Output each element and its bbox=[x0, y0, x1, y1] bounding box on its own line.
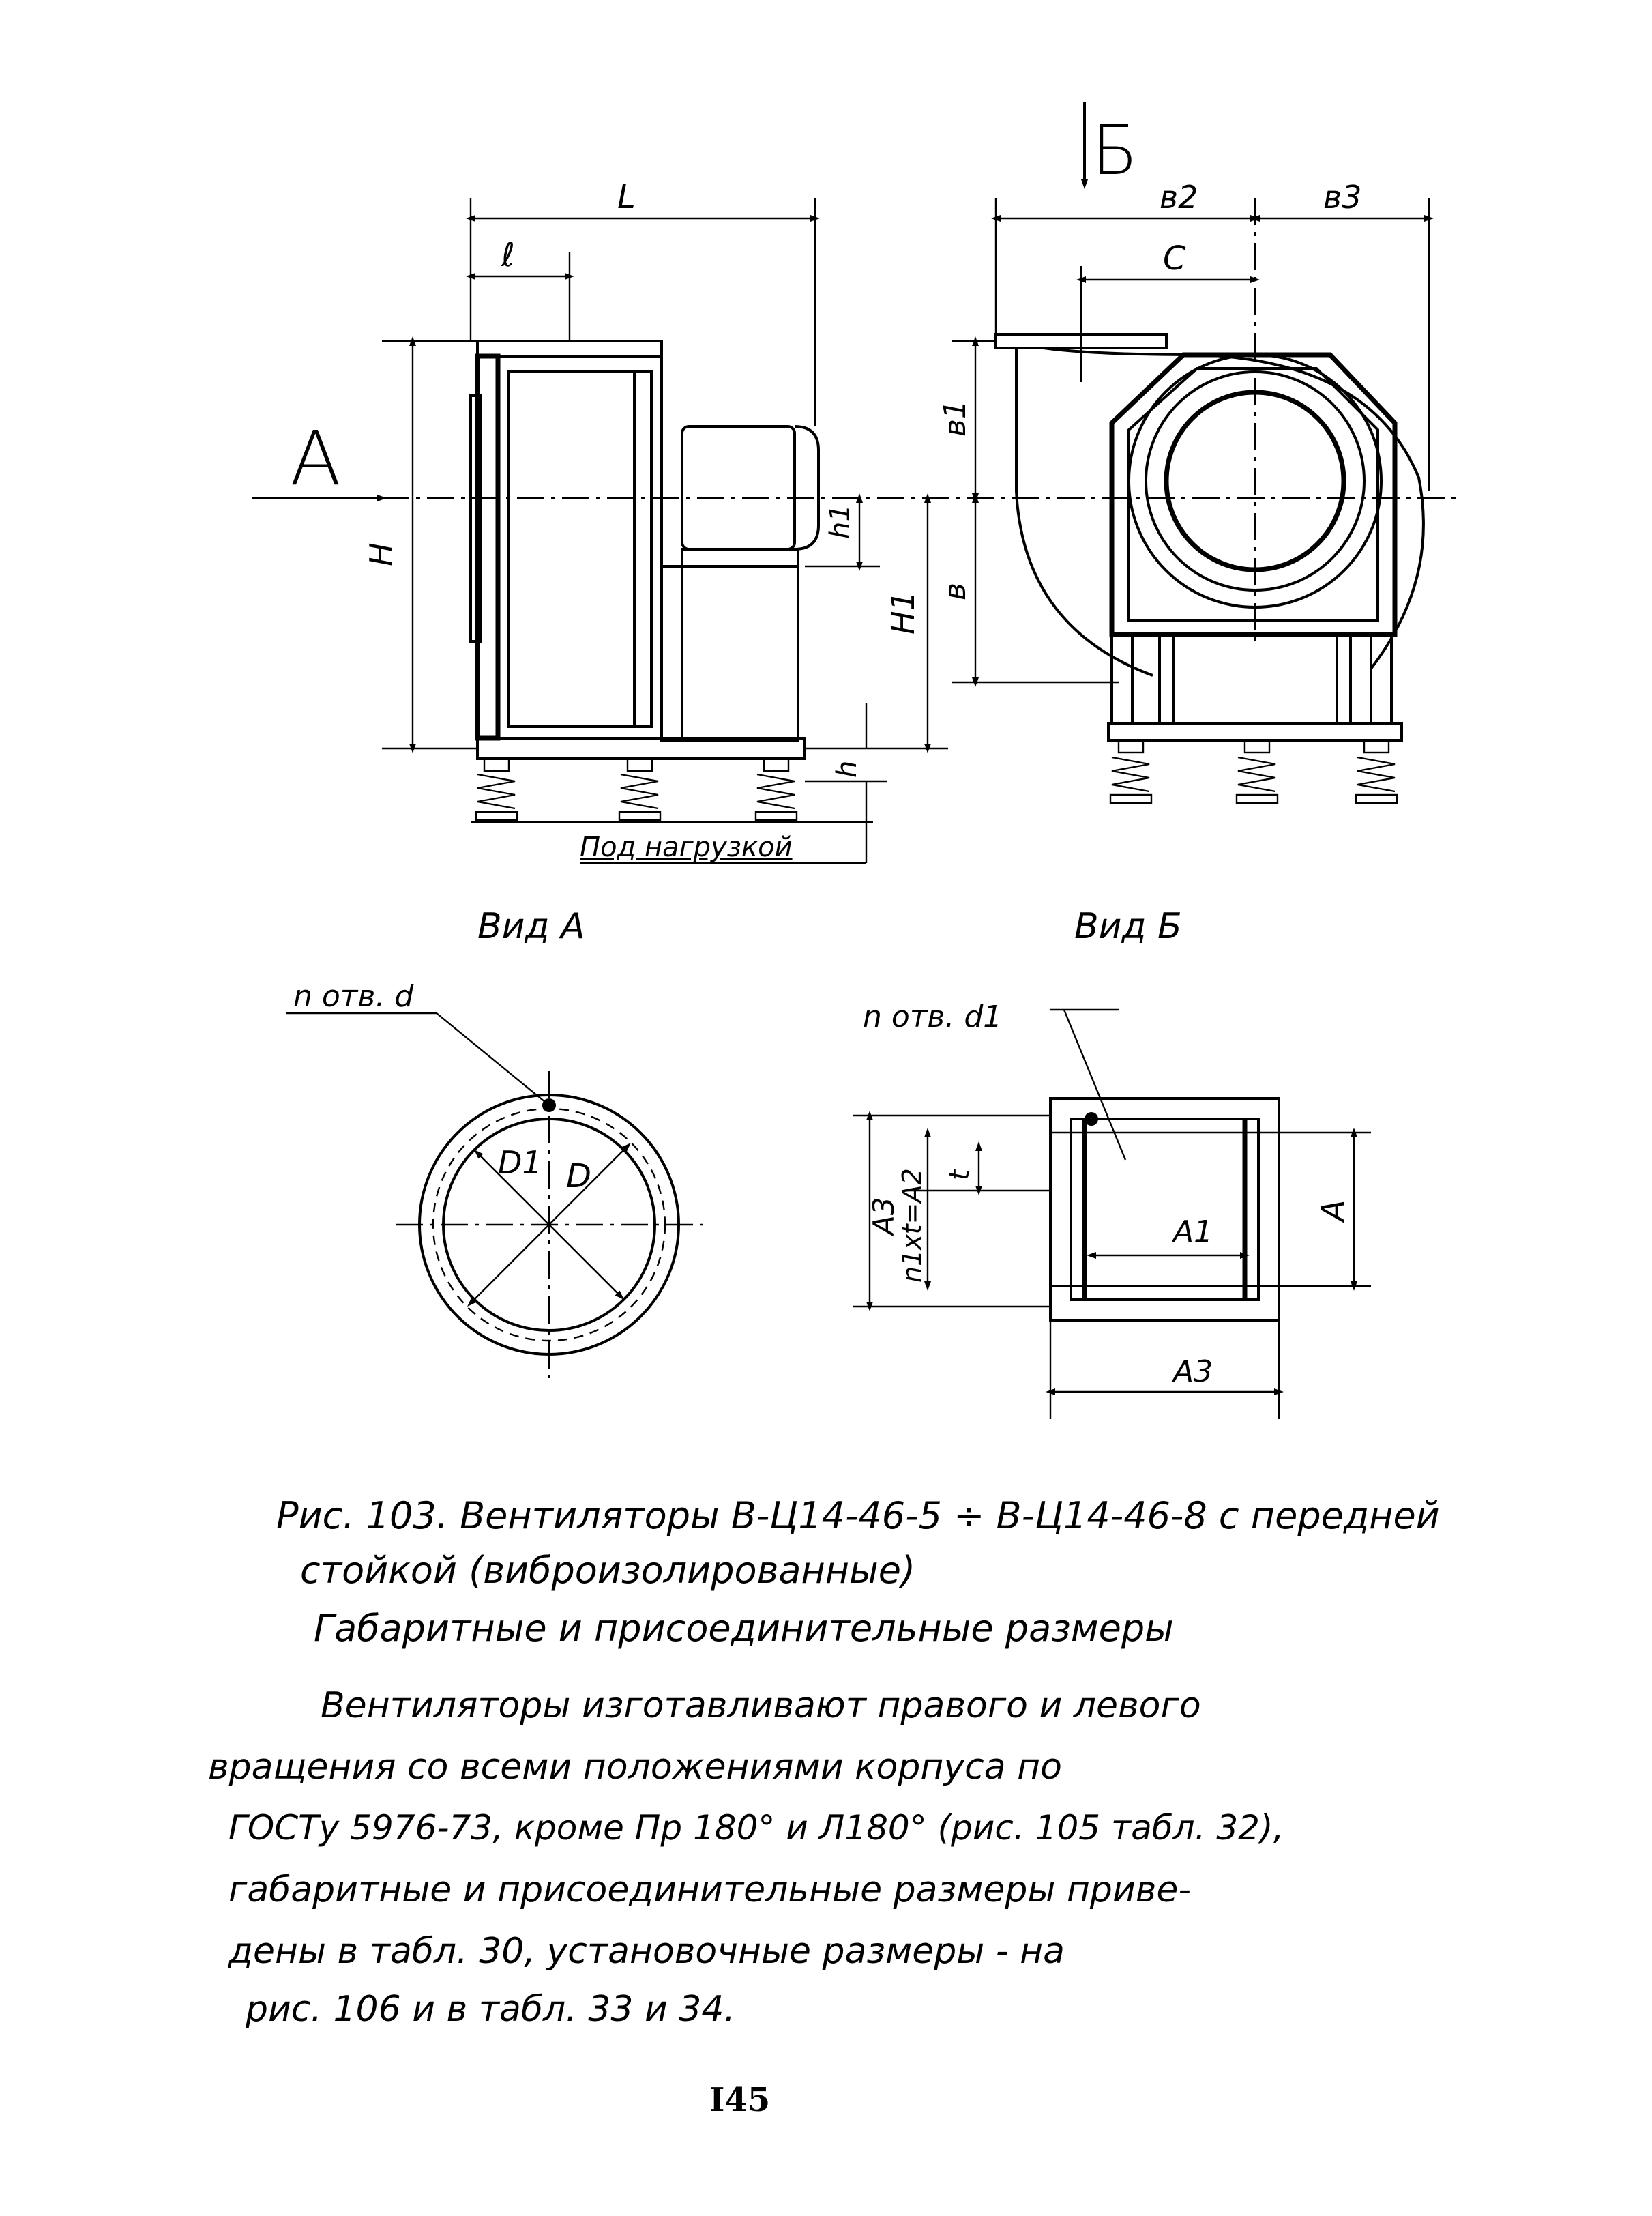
side-view bbox=[252, 198, 1460, 864]
view-a-title: Вид А bbox=[477, 906, 585, 947]
view-arrow-a: A bbox=[290, 415, 341, 502]
dim-A1: A1 bbox=[1171, 1214, 1213, 1249]
dim-A3-bottom: A3 bbox=[1171, 1354, 1213, 1389]
view-arrow-b: Б bbox=[1091, 111, 1138, 190]
dim-C: C bbox=[1163, 239, 1186, 278]
view-b-title: Вид Б bbox=[1074, 906, 1182, 947]
holes-d-label: n отв. d bbox=[293, 979, 414, 1014]
dim-b: в bbox=[938, 583, 973, 600]
body-line-4: габаритные и присоединительные размеры п… bbox=[228, 1869, 1192, 1910]
dim-D: D bbox=[566, 1157, 591, 1195]
dim-A-right: A bbox=[1314, 1200, 1351, 1223]
body-line-2: вращения со всеми положениями корпуса по bbox=[208, 1747, 1062, 1788]
caption-line-1: Рис. 103. Вентиляторы В-Ц14-46-5 ÷ В-Ц14… bbox=[276, 1494, 1440, 1537]
load-note: Под нагрузкой bbox=[580, 832, 793, 863]
dim-A3-left: A3 bbox=[867, 1197, 900, 1237]
body-line-6: рис. 106 и в табл. 33 и 34. bbox=[246, 1989, 735, 2030]
dim-H1: H1 bbox=[885, 591, 921, 635]
dim-L: L bbox=[617, 178, 636, 216]
dim-t: t bbox=[944, 1169, 975, 1180]
body-line-3: ГОСТу 5976-73, кроме Пр 180° и Л180° (ри… bbox=[228, 1808, 1284, 1848]
dim-b2: в2 bbox=[1160, 179, 1198, 216]
front-view bbox=[952, 102, 1434, 804]
dim-b3: в3 bbox=[1323, 179, 1361, 216]
page-number: I45 bbox=[709, 2081, 771, 2119]
holes-d1-label: n отв. d1 bbox=[863, 1000, 1002, 1034]
dim-b1: в1 bbox=[938, 400, 973, 437]
dim-l: ℓ bbox=[501, 236, 515, 274]
dim-H: H bbox=[363, 542, 400, 566]
caption-line-2: стойкой (виброизолированные) bbox=[300, 1549, 916, 1592]
dim-D1: D1 bbox=[498, 1144, 542, 1181]
caption-line-3: Габаритные и присоединительные размеры bbox=[314, 1607, 1174, 1650]
dim-h1: h1 bbox=[825, 504, 856, 539]
body-line-5: дены в табл. 30, установочные размеры - … bbox=[228, 1931, 1065, 1972]
body-line-1: Вентиляторы изготавливают правого и лево… bbox=[321, 1685, 1201, 1726]
dim-h: h bbox=[831, 761, 863, 778]
view-b bbox=[853, 1008, 1371, 1419]
dim-n1t: n1xt=A2 bbox=[897, 1168, 927, 1283]
view-a bbox=[286, 1012, 703, 1378]
